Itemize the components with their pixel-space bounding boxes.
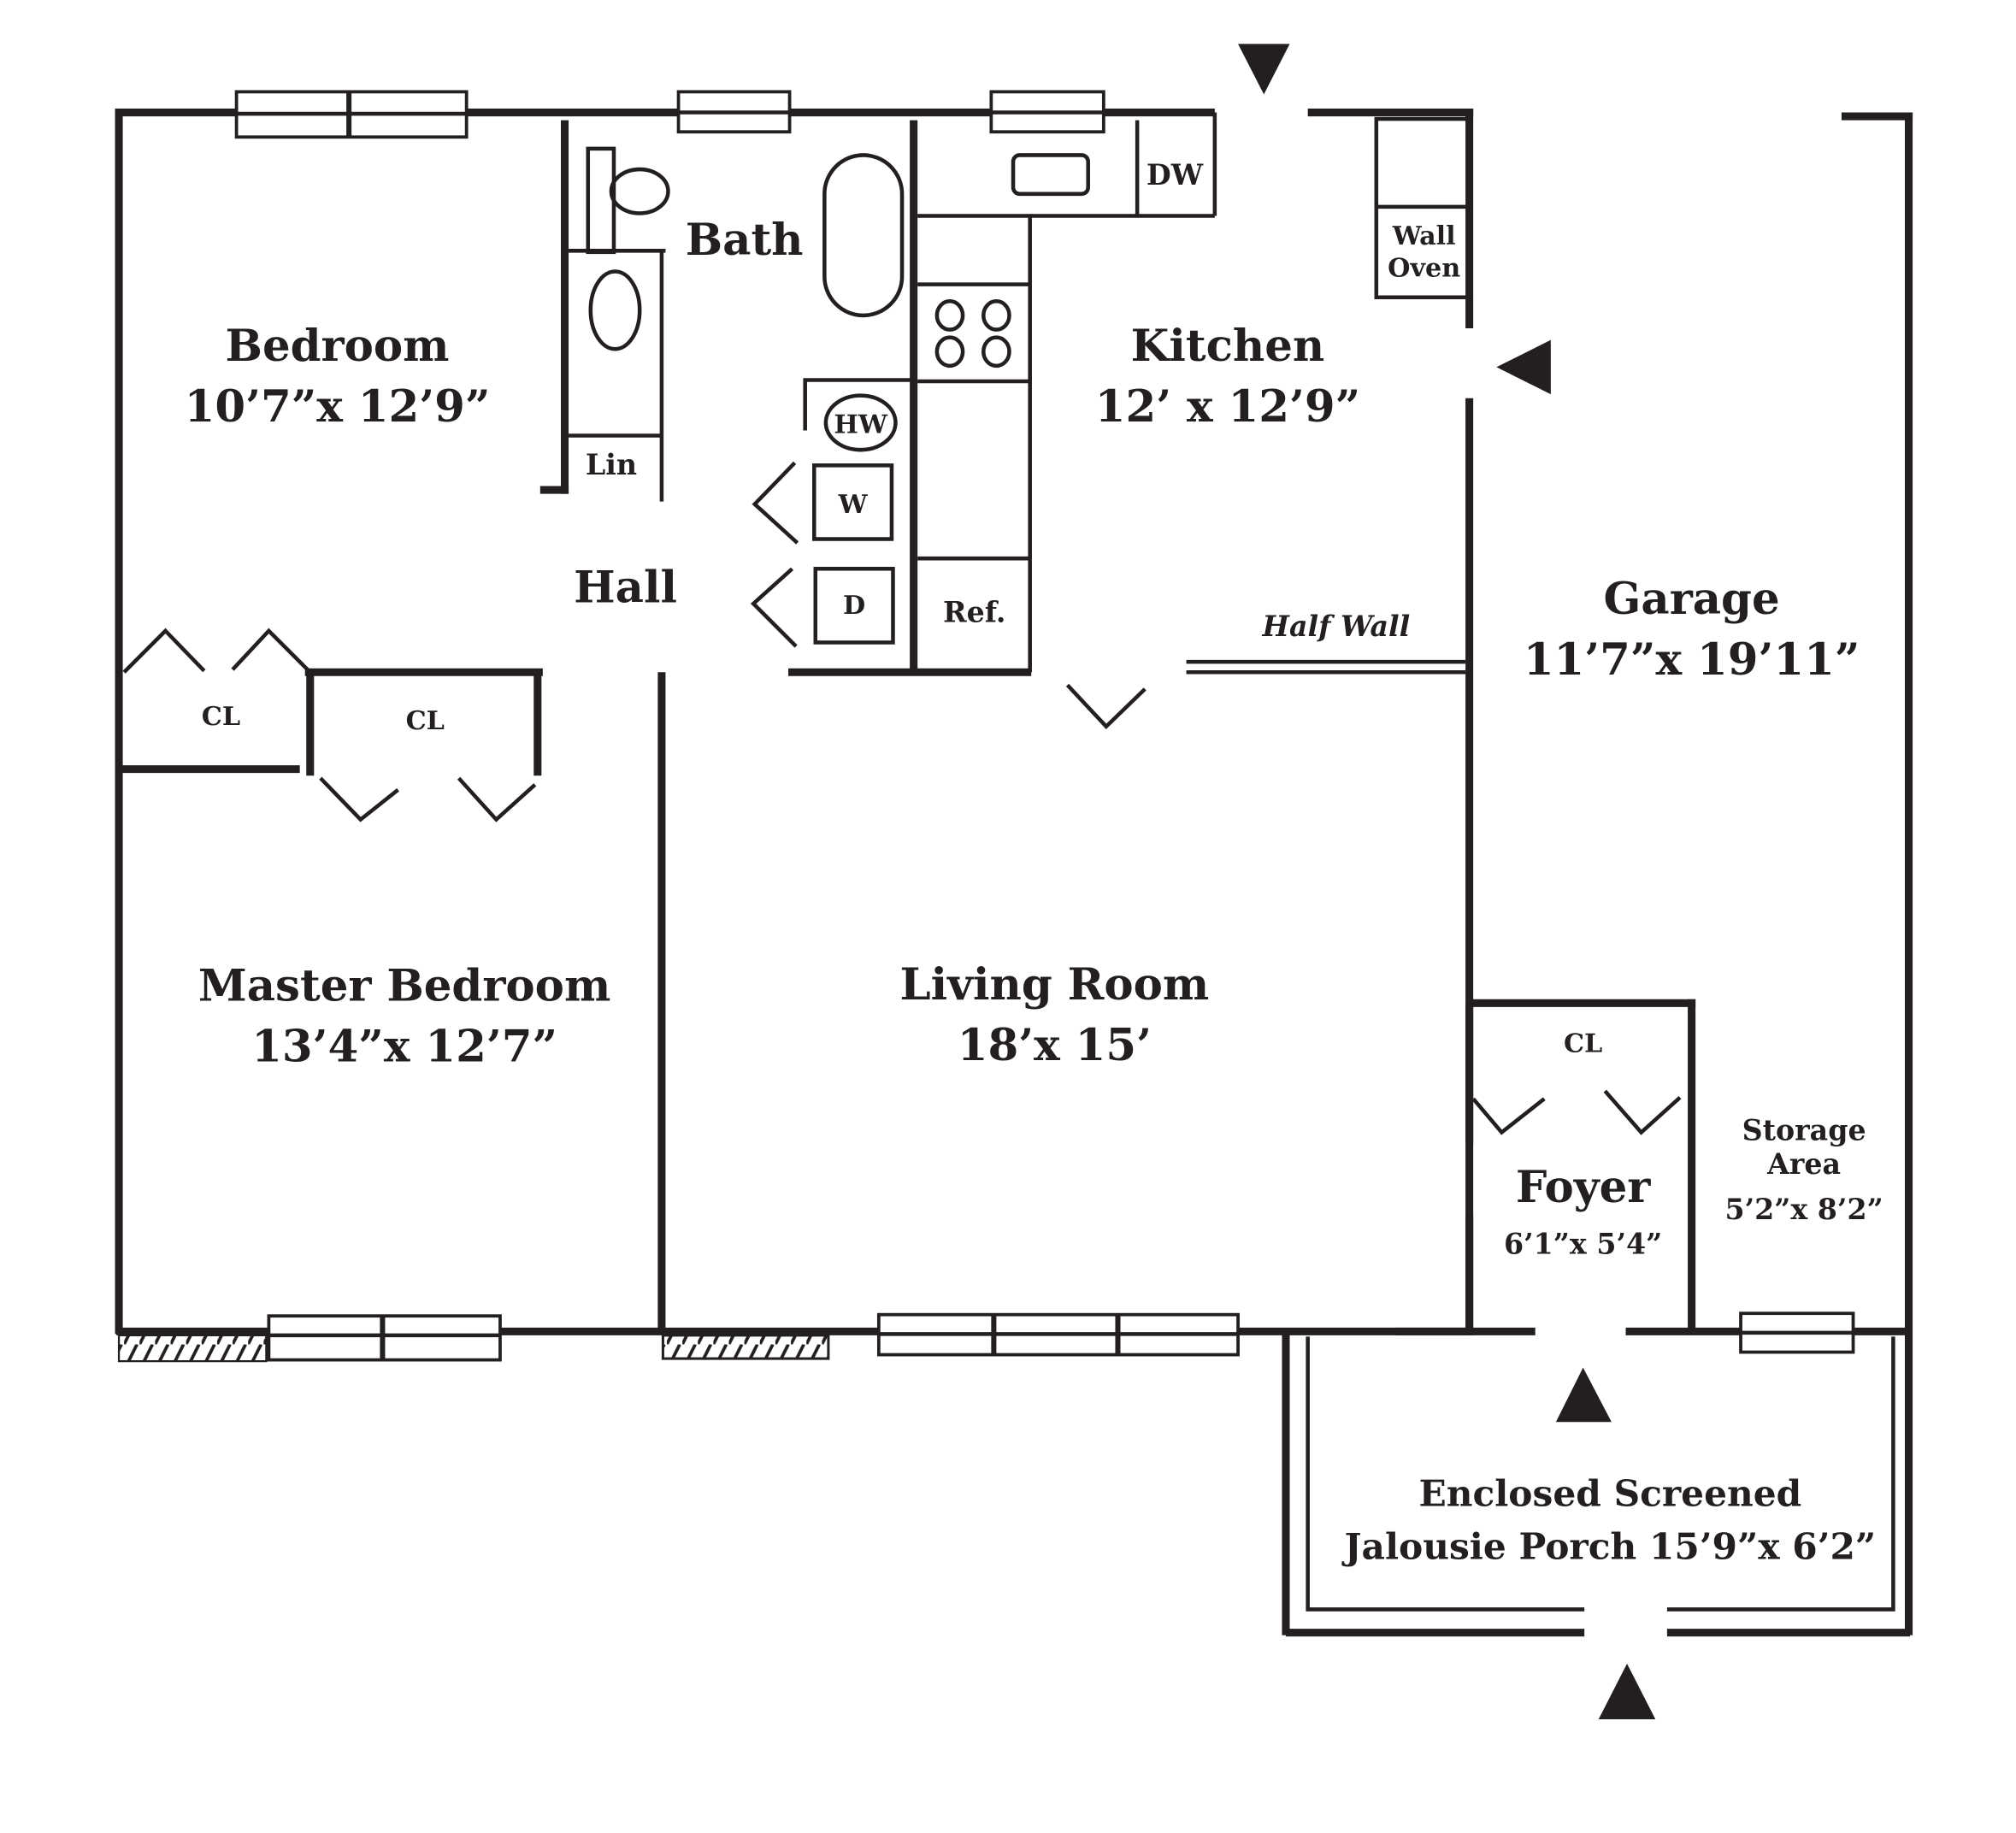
bedroom-dims: 10’7”x 12’9” bbox=[185, 381, 491, 433]
dishwasher-label: DW bbox=[1147, 158, 1204, 192]
kitchen-fixtures bbox=[917, 112, 1471, 673]
porch-label-line1: Enclosed Screened bbox=[1418, 1471, 1801, 1514]
entry-arrow-top-icon bbox=[1238, 44, 1290, 95]
foyer-dims: 6’1”x 5’4” bbox=[1504, 1228, 1662, 1261]
storage-label-line2: Area bbox=[1766, 1147, 1841, 1181]
kitchen-sink-icon bbox=[1011, 153, 1090, 197]
window-storage-bottom bbox=[1739, 1311, 1855, 1354]
half-wall bbox=[1186, 659, 1466, 675]
porch-inner-left bbox=[1306, 1336, 1585, 1612]
window-master-bottom bbox=[267, 1314, 502, 1362]
closet-label-bedroom: CL bbox=[202, 702, 240, 732]
window-kitchen-top bbox=[989, 90, 1105, 134]
foyer-label: Foyer bbox=[1516, 1162, 1651, 1213]
labels: Bedroom 10’7”x 12’9” Bath Kitchen 12’ x … bbox=[185, 158, 1883, 1567]
hall-label: Hall bbox=[574, 563, 677, 614]
living-room-label: Living Room bbox=[900, 959, 1210, 1011]
bedroom-label: Bedroom bbox=[226, 321, 450, 372]
porch-inner-right bbox=[1666, 1336, 1895, 1612]
exterior-walls bbox=[115, 109, 1913, 1637]
washer-door-swing bbox=[752, 461, 799, 545]
toilet-tank-icon bbox=[586, 146, 616, 255]
window-living-bottom bbox=[876, 1312, 1240, 1357]
master-bedroom-dims: 13’4”x 12’7” bbox=[251, 1021, 557, 1072]
hatch-living bbox=[661, 1334, 830, 1360]
windows bbox=[234, 90, 1855, 1362]
laundry bbox=[750, 378, 914, 648]
dryer-door-swing bbox=[750, 567, 798, 648]
bath-fixtures bbox=[569, 146, 905, 502]
living-room-dims: 18’x 15’ bbox=[958, 1020, 1152, 1071]
storage-dims: 5’2”x 8’2” bbox=[1724, 1193, 1883, 1226]
kitchen-dims: 12’ x 12’9” bbox=[1095, 381, 1360, 433]
entry-arrow-garage-icon bbox=[1496, 339, 1551, 395]
closet-doors bbox=[122, 628, 1682, 1135]
entry-arrows bbox=[1238, 44, 1656, 1719]
dryer-icon bbox=[813, 567, 895, 645]
washer-label: W bbox=[838, 490, 869, 520]
porch-label-line2: Jalousie Porch 15’9”x 6’2” bbox=[1341, 1524, 1877, 1567]
dryer-label: D bbox=[843, 591, 865, 621]
linen-closet-label: Lin bbox=[586, 448, 637, 481]
bathtub-icon bbox=[822, 153, 905, 318]
half-wall-label: Half Wall bbox=[1262, 610, 1411, 643]
refrigerator-label: Ref. bbox=[943, 595, 1005, 628]
toilet-bowl-icon bbox=[609, 167, 670, 215]
porch-screen-lines bbox=[1306, 1336, 1895, 1612]
washer-icon bbox=[812, 463, 894, 541]
entry-arrow-foyer-icon bbox=[1555, 1367, 1612, 1423]
bath-label: Bath bbox=[686, 215, 804, 266]
master-bedroom-label: Master Bedroom bbox=[198, 960, 610, 1011]
wall-oven-label-line2: Oven bbox=[1388, 254, 1460, 284]
closet-label-master: CL bbox=[406, 706, 445, 736]
sink-icon bbox=[588, 269, 642, 351]
entry-arrow-porch-icon bbox=[1598, 1663, 1656, 1719]
garage-label: Garage bbox=[1604, 574, 1780, 625]
wall-oven-label-line1: Wall bbox=[1392, 221, 1456, 251]
window-bath-top bbox=[676, 90, 792, 134]
water-heater-icon bbox=[823, 393, 898, 452]
stove-icon bbox=[934, 299, 1011, 368]
storage-label-line1: Storage bbox=[1742, 1114, 1866, 1147]
hatch-master bbox=[117, 1334, 268, 1363]
kitchen-label: Kitchen bbox=[1131, 321, 1325, 372]
window-bedroom-top bbox=[234, 90, 469, 139]
closet-label-foyer: CL bbox=[1564, 1029, 1602, 1059]
garage-dims: 11’7”x 19’11” bbox=[1524, 634, 1860, 686]
water-heater-label: HW bbox=[834, 410, 888, 440]
